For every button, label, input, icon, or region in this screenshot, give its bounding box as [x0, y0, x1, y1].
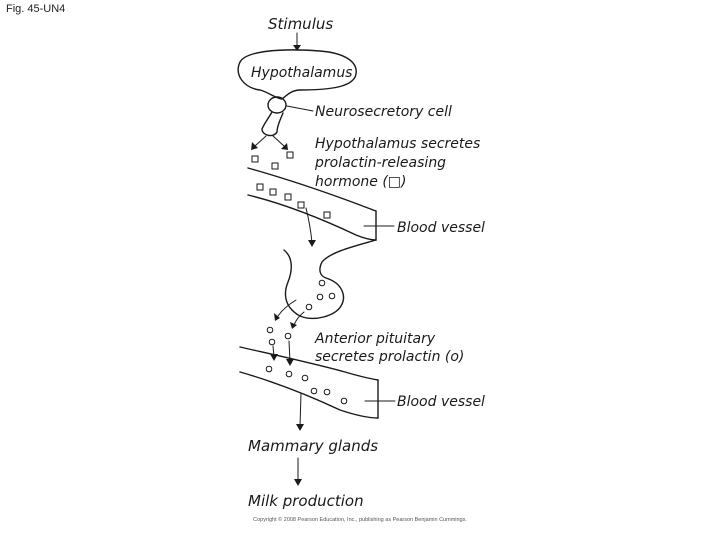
hypothalamus-secretes-line3: hormone (□) [315, 174, 407, 190]
prolactin-particle [284, 332, 292, 340]
releasing-hormone-square [271, 162, 279, 170]
vessel-square [256, 183, 264, 191]
stimulus-arrowhead [293, 45, 301, 51]
pituitary-release-arrowhead-right [290, 322, 297, 329]
portal-arrowhead [308, 240, 316, 247]
hypothalamus-label: Hypothalamus [251, 65, 352, 81]
milk-production-label: Milk production [248, 492, 364, 510]
mammary-arrowhead [296, 424, 304, 431]
release-arrowhead-right [281, 143, 288, 150]
copyright-notice: Copyright © 2008 Pearson Education, Inc.… [253, 517, 467, 523]
vessel-square [297, 201, 305, 209]
prolactin-particle [318, 279, 326, 287]
hypothalamus-outline [237, 49, 357, 100]
anterior-pituitary-outline [291, 239, 377, 320]
hypothalamus-secretes-line2: prolactin-releasing [314, 155, 446, 171]
prolactin-particle [316, 293, 324, 301]
portal-arrow [305, 207, 313, 244]
pituitary-release-arrow-left [277, 299, 297, 317]
pituitary-secretes-line1: Anterior pituitary [314, 331, 436, 347]
prolactin-particle [268, 338, 276, 346]
prolactin-particle [305, 303, 313, 311]
vessel-prolactin [285, 370, 293, 378]
neurosecretory-cell-label: Neurosecretory cell [315, 104, 452, 120]
releasing-hormone-square [286, 151, 294, 159]
prolactin-arrowhead-right [286, 359, 294, 366]
vessel-prolactin [323, 388, 331, 396]
vessel-square [323, 211, 331, 219]
release-arrow-left [254, 135, 267, 147]
mammary-glands-label: Mammary glands [248, 437, 378, 455]
vessel-prolactin [310, 387, 318, 395]
blood-vessel-1-label: Blood vessel [397, 220, 485, 236]
hypothalamus-secretes-line1: Hypothalamus secretes [315, 136, 480, 152]
milk-arrowhead [294, 479, 302, 486]
pituitary-secretes-line2: secretes prolactin (o) [315, 349, 464, 365]
pituitary-release-arrowhead-left [274, 313, 280, 321]
release-arrowhead-left [251, 142, 258, 150]
vessel-prolactin [301, 374, 309, 382]
pituitary-stalk-left [283, 249, 293, 311]
mammary-arrow [299, 392, 302, 428]
vessel-prolactin [265, 365, 273, 373]
blood-vessel-2-lower-wall [239, 371, 379, 419]
neurosecretory-axon [261, 111, 284, 137]
release-arrow-right [272, 135, 285, 147]
stimulus-label: Stimulus [268, 15, 333, 33]
figure-label: Fig. 45-UN4 [6, 3, 66, 15]
prolactin-particle [328, 292, 336, 300]
blood-vessel-2-upper-wall [239, 346, 379, 381]
vessel-square [284, 193, 292, 201]
blood-vessel-2-label: Blood vessel [397, 394, 485, 410]
vessel-prolactin [340, 397, 348, 405]
prolactin-particle [266, 326, 274, 334]
blood-vessel-1-upper-wall [247, 167, 377, 212]
vessel-square [269, 188, 277, 196]
neurosecretory-cell-body [267, 96, 287, 114]
blood-vessel-1-lower-wall [247, 194, 377, 241]
pituitary-release-arrow-right [293, 311, 305, 326]
releasing-hormone-square [251, 155, 259, 163]
neurosecretory-leader-line [286, 105, 314, 112]
